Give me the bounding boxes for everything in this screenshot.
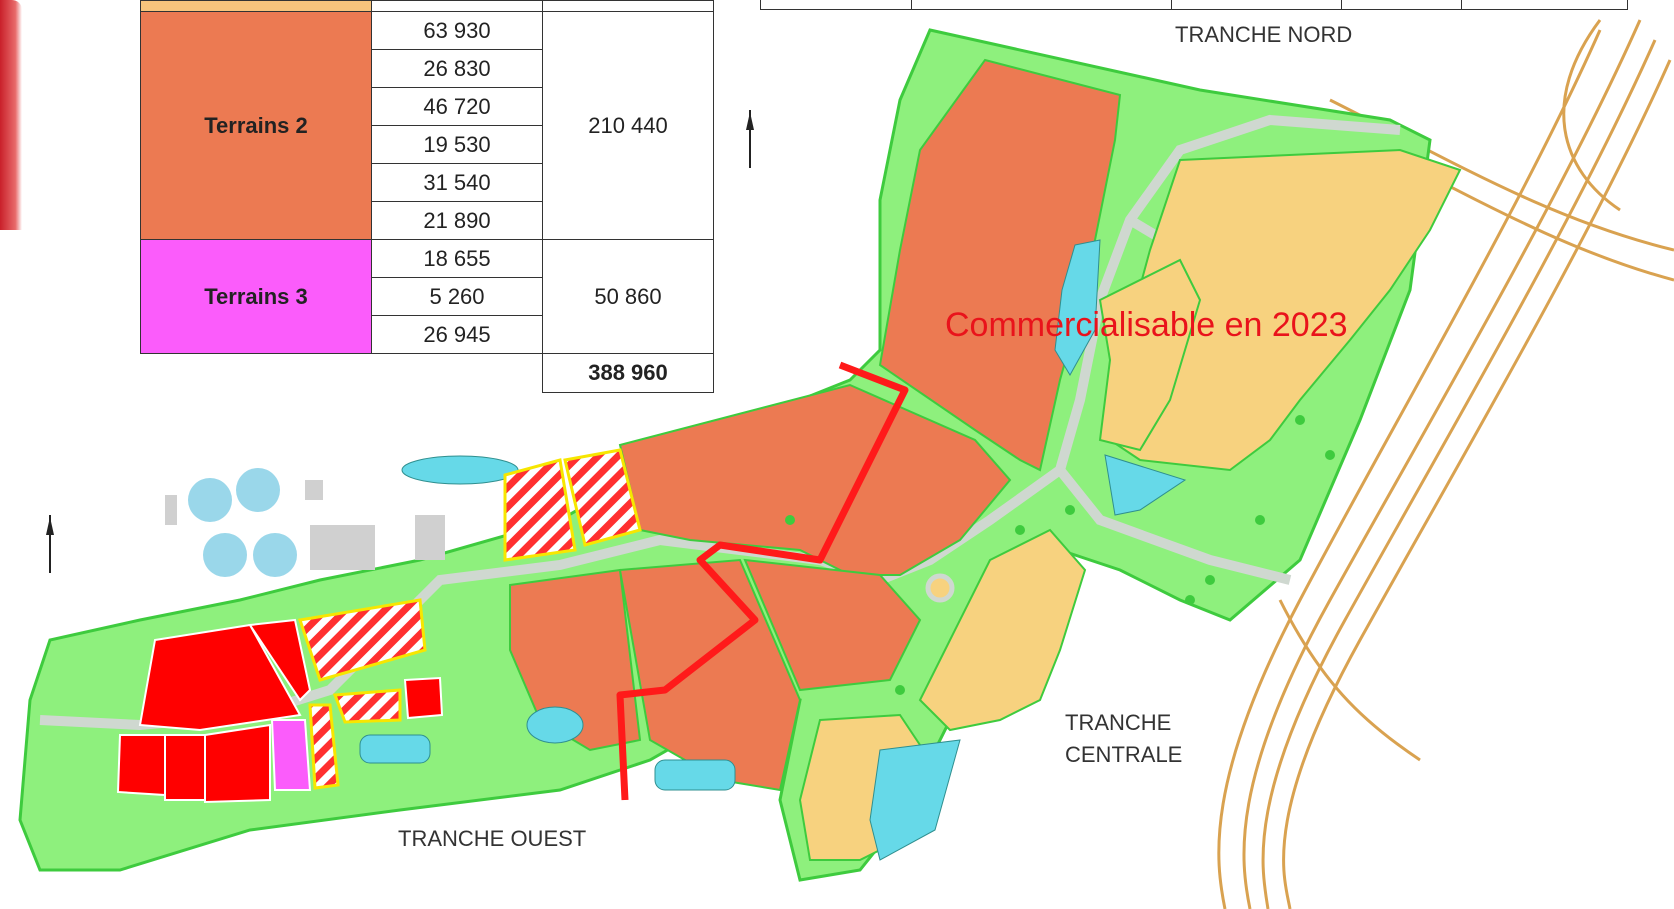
- terrains-2-subtotal: 210 440: [542, 11, 714, 240]
- grand-total: 388 960: [542, 353, 714, 393]
- parcels-terrains-2: [509, 58, 1122, 792]
- table-row-total: 388 960: [141, 353, 714, 393]
- north-arrow-icon: [46, 515, 54, 573]
- table-cell: 21 890: [371, 201, 543, 240]
- strip-divider: [1171, 0, 1172, 9]
- table-cell-cut: [371, 0, 543, 12]
- table-cell: 19 530: [371, 125, 543, 164]
- table-row: 26 945: [141, 315, 714, 354]
- commercial-annotation: Commercialisable en 2023: [945, 306, 1348, 344]
- terrains-1-cell-cut: [140, 0, 372, 12]
- tranche-boundary-line: [616, 361, 909, 801]
- terrains-3-label: Terrains 3: [140, 239, 372, 354]
- table-cell-cut: [542, 0, 714, 12]
- tranche-centrale-label-line1: TRANCHE: [1065, 710, 1172, 735]
- north-arrow-icon: [746, 110, 754, 168]
- roundabout-center: [925, 573, 955, 603]
- tree-markers: [785, 415, 1335, 695]
- tranche-nord-label: TRANCHE NORD: [1175, 22, 1353, 47]
- parcels-sold: [116, 618, 444, 804]
- table-row: 21 890: [141, 201, 714, 240]
- table-cell: 5 260: [371, 277, 543, 316]
- table-cell: 26 945: [371, 315, 543, 354]
- red-corner-decoration: [0, 0, 22, 230]
- table-cell: 26 830: [371, 49, 543, 88]
- table-cell: 31 540: [371, 163, 543, 202]
- table-cell: 46 720: [371, 87, 543, 126]
- parcels-hatched: [298, 448, 642, 790]
- table-row: Terrains 2 63 930 210 440: [140, 11, 714, 240]
- strip-divider: [1341, 0, 1342, 9]
- table-cell: 18 655: [371, 239, 543, 278]
- empty-cell: [141, 354, 372, 393]
- table-row: 31 540: [141, 163, 714, 202]
- table-row: Terrains 3 18 655 50 860: [140, 239, 714, 354]
- tranche-ouest-label: TRANCHE OUEST: [398, 826, 587, 851]
- terrains-2-label: Terrains 2: [140, 11, 372, 240]
- terrains-3-subtotal: 50 860: [542, 239, 714, 354]
- strip-divider: [1461, 0, 1462, 9]
- empty-cell: [372, 354, 543, 393]
- table-row: 46 720: [141, 87, 714, 126]
- water-basins: [359, 239, 1187, 861]
- table-row-top-cut: [140, 0, 714, 12]
- table-row: 5 260: [141, 277, 714, 316]
- parcels-terrains-1: [798, 148, 1462, 861]
- parcels-terrains-3: [270, 719, 312, 791]
- surface-table: Terrains 2 63 930 210 440 26 830 46 720 …: [140, 0, 714, 393]
- highway-lines: [1217, 19, 1674, 909]
- strip-divider: [911, 0, 912, 9]
- industrial-structures: [165, 468, 445, 577]
- table-strip: [760, 0, 1628, 10]
- tranche-centrale-label-line2: CENTRALE: [1065, 742, 1183, 767]
- table-cell: 63 930: [371, 11, 543, 50]
- table-row: 19 530: [141, 125, 714, 164]
